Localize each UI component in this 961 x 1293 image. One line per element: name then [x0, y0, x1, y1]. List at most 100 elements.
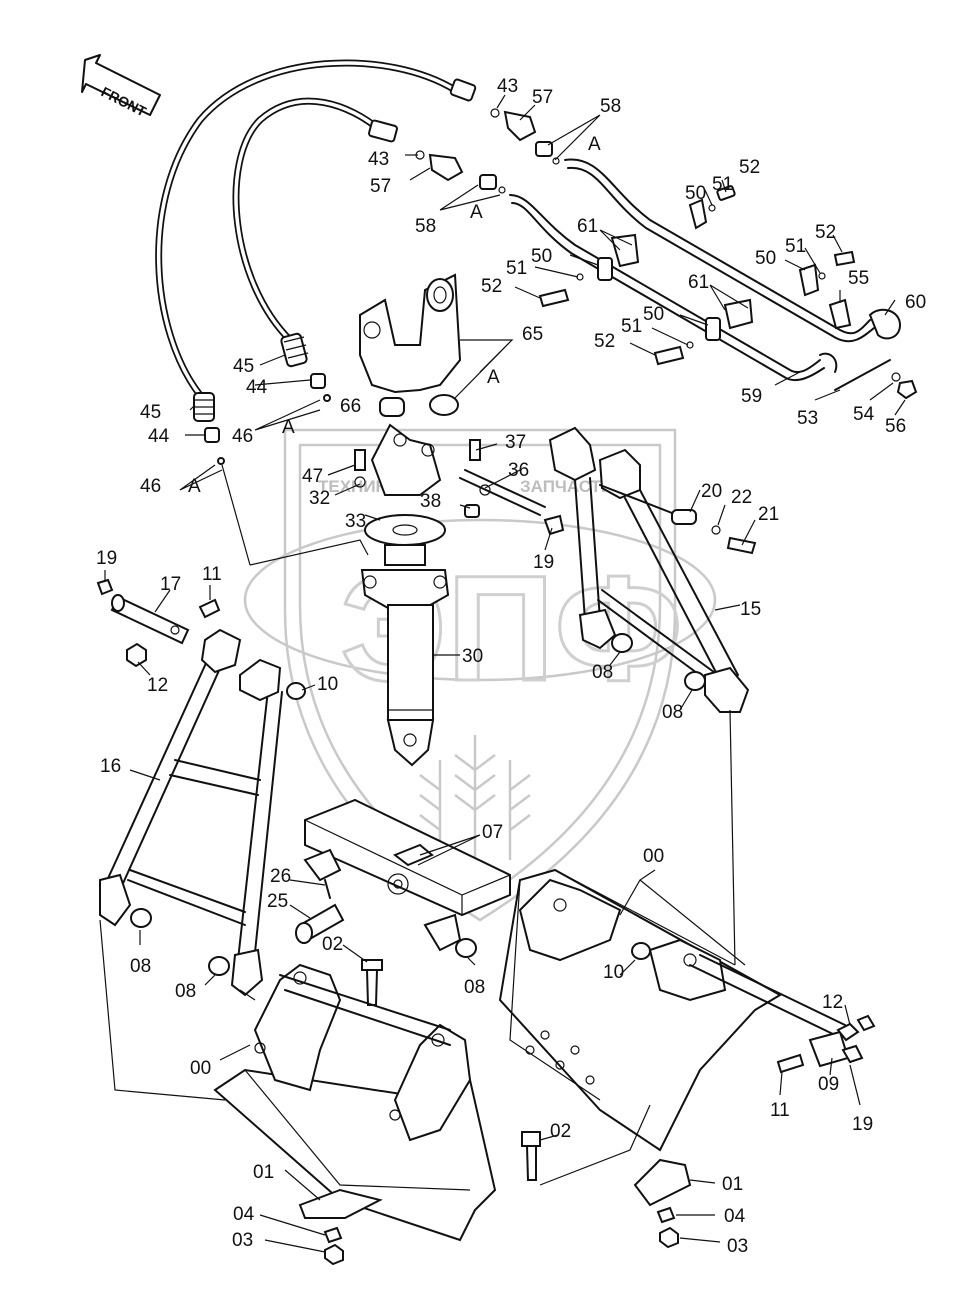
callout-52-right: 52	[815, 222, 836, 243]
callout-50-lower: 50	[643, 304, 664, 325]
hydraulic-cylinder-30	[360, 569, 450, 767]
callout-45-right: 45	[233, 356, 254, 377]
callout-02-lower: 02	[550, 1121, 571, 1142]
callout-00-left: 00	[190, 1058, 211, 1079]
callout-08-left-a: 08	[130, 956, 151, 977]
o-ring-right	[323, 394, 331, 402]
callout-09: 09	[818, 1074, 839, 1095]
callout-65: 65	[522, 324, 543, 345]
callout-08-right-top: 08	[592, 662, 613, 683]
callout-16: 16	[100, 756, 121, 777]
callout-43-upper: 43	[497, 76, 518, 97]
callout-58-lower: 58	[415, 216, 436, 237]
callout-21: 21	[758, 504, 779, 525]
callout-labels: 43 57 58 A 43 57 58 A 52 51 50 61 50 51 …	[96, 76, 926, 1257]
callout-10-right: 10	[603, 962, 624, 983]
callout-60: 60	[905, 292, 926, 313]
callout-19-lower: 19	[852, 1114, 873, 1135]
bolt-55	[828, 298, 852, 330]
hydraulic-hose-inner	[232, 97, 398, 344]
cylinder-mount-bracket	[354, 423, 565, 536]
clamp-mid-50	[538, 233, 640, 308]
pin-25	[295, 879, 345, 944]
callout-43-lower: 43	[368, 149, 389, 170]
bushing-08-b	[208, 956, 230, 976]
callout-53: 53	[797, 408, 818, 429]
callout-01-left: 01	[253, 1162, 274, 1183]
callout-58-upper: 58	[600, 96, 621, 117]
callout-08-center: 08	[464, 977, 485, 998]
frame-15	[548, 426, 757, 713]
callout-45-left: 45	[140, 402, 161, 423]
steel-pipe-lower	[509, 194, 838, 382]
o-ring-left	[217, 457, 225, 465]
callout-12-upper: 12	[147, 675, 168, 696]
bucket-00-left	[213, 963, 497, 1242]
callout-66: 66	[340, 396, 361, 417]
callout-a-right: A	[282, 417, 295, 438]
tilt-link-07	[303, 798, 511, 958]
callout-52-mid: 52	[481, 276, 502, 297]
callout-50-upper: 50	[685, 183, 706, 204]
callout-19-mid: 19	[533, 552, 554, 573]
front-arrow: FRONT	[81, 54, 161, 120]
hose-fitting-44-45-left	[193, 392, 220, 443]
callout-59: 59	[741, 386, 762, 407]
callout-54: 54	[853, 404, 875, 425]
callout-08-left-b: 08	[175, 981, 196, 1002]
callout-04-right: 04	[724, 1206, 746, 1227]
callout-12-lower: 12	[822, 992, 843, 1013]
callout-52-upper: 52	[739, 157, 760, 178]
callout-46-right: 46	[232, 426, 253, 447]
callout-57-upper: 57	[532, 87, 553, 108]
callout-51-right: 51	[785, 236, 806, 257]
callout-17: 17	[160, 574, 181, 595]
bucket-00-right	[498, 868, 876, 1152]
callout-36: 36	[508, 460, 529, 481]
clamp-right-50	[798, 250, 856, 297]
front-arrow-label: FRONT	[99, 83, 150, 119]
callout-61-lower: 61	[688, 272, 709, 293]
hydraulic-hose-outer	[155, 59, 477, 399]
callout-19-left: 19	[96, 548, 117, 569]
fitting-group-upper	[490, 108, 560, 165]
pin-17	[96, 578, 221, 668]
fitting-group-lower	[415, 150, 506, 194]
callout-11-lower: 11	[770, 1100, 790, 1121]
callout-50-right: 50	[755, 248, 776, 269]
callout-61-upper: 61	[577, 216, 598, 237]
callout-03-left: 03	[232, 1230, 253, 1251]
callout-51-lower: 51	[621, 316, 642, 337]
callout-25: 25	[267, 891, 288, 912]
callout-02-upper: 02	[322, 934, 343, 955]
callout-03-right: 03	[727, 1236, 748, 1257]
bolt-02-lower	[521, 1131, 541, 1181]
callout-20: 20	[701, 481, 722, 502]
callout-26: 26	[270, 866, 291, 887]
callout-08-right-mid: 08	[662, 702, 683, 723]
callout-a-upper: A	[588, 134, 601, 155]
callout-30: 30	[462, 646, 483, 667]
callout-a-lower: A	[470, 202, 483, 223]
callout-15: 15	[740, 599, 761, 620]
bracket-65	[359, 273, 462, 417]
callout-47: 47	[302, 466, 323, 487]
clamp-upper-50	[688, 185, 736, 230]
callout-10-left: 10	[317, 674, 338, 695]
rod-53	[834, 359, 918, 400]
leader-lines	[99, 94, 906, 1253]
callout-51-upper: 51	[712, 174, 733, 195]
frame-16	[99, 628, 306, 997]
callout-07: 07	[482, 822, 503, 843]
callout-55: 55	[848, 268, 869, 289]
callout-50-mid: 50	[531, 246, 552, 267]
callout-52-lower: 52	[594, 331, 615, 352]
callout-a-left: A	[188, 476, 201, 497]
callout-51-mid: 51	[506, 258, 527, 279]
callout-37: 37	[505, 432, 526, 453]
callout-38: 38	[420, 491, 441, 512]
callout-56: 56	[885, 416, 906, 437]
callout-22: 22	[731, 487, 752, 508]
callout-57-lower: 57	[370, 176, 391, 197]
